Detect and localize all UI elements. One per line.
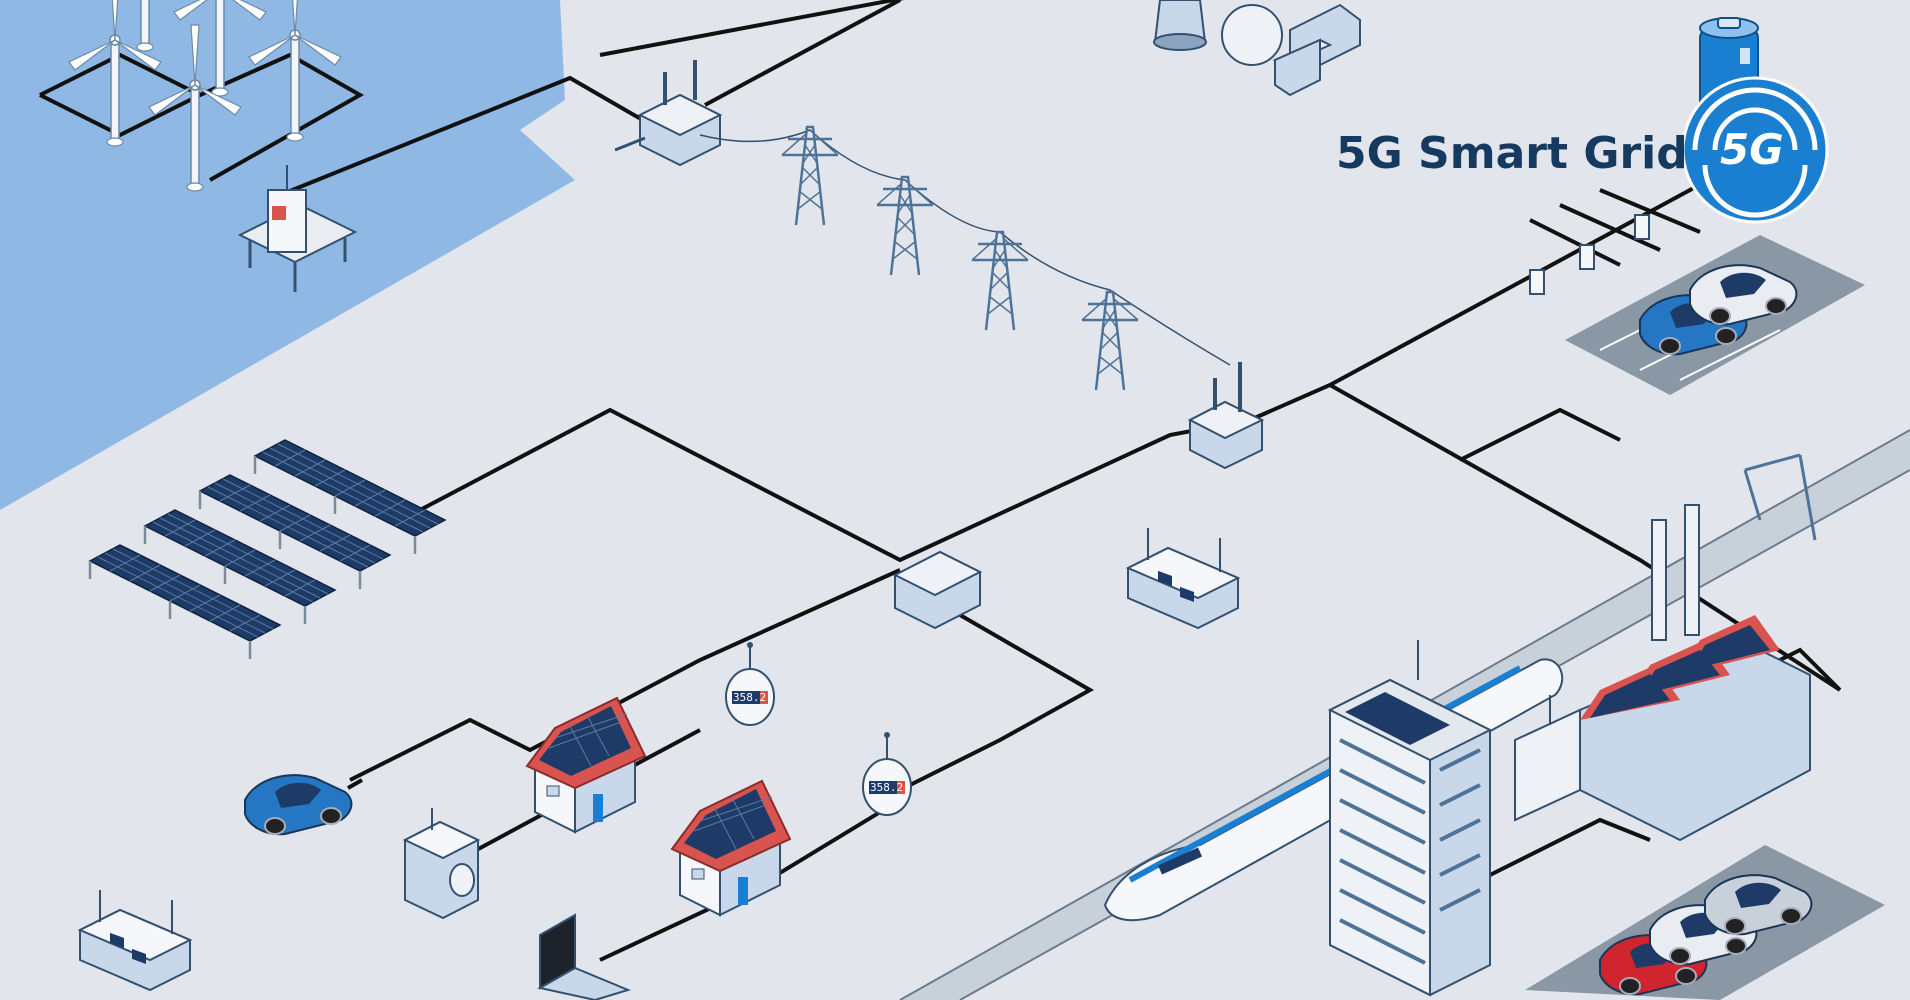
5g-badge-label: 5G [1720,125,1784,174]
control-console-left [79,889,191,991]
meter-1-reading: 358.2 [733,691,766,704]
washing-machine [402,808,481,920]
distribution-box [892,550,983,630]
5g-badge-icon: 5G [1681,76,1829,224]
house-left [526,697,646,833]
house-right [671,780,791,916]
laptop [537,913,631,1000]
power-plant [1153,0,1361,97]
page-title: 5G Smart Grid [1336,128,1688,179]
smart-meter-1: 358.2 [725,641,775,726]
substation-east [1187,362,1265,470]
substation-north [614,60,723,167]
offshore-platform [237,165,358,292]
electric-car-left [244,774,363,836]
control-console-center [1127,527,1239,629]
transmission-line [699,125,1231,392]
meter-2-reading: 358.2 [870,781,903,794]
solar-farm [88,438,447,661]
car-parking-lot [1525,845,1885,1000]
ev-parking-lot [1529,214,1865,395]
factory [1514,504,1811,842]
smart-meter-2: 358.2 [862,731,912,816]
office-building [1327,640,1493,997]
